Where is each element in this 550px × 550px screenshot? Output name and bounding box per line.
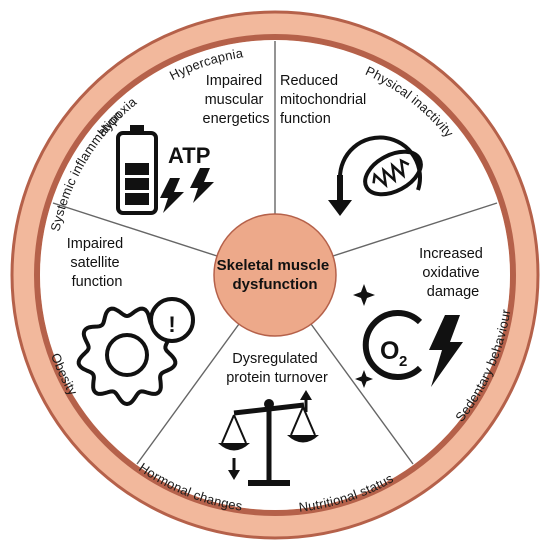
segment-increased-oxidative-damage: Increased oxidative damage O 2 xyxy=(353,246,487,388)
gear-alert-icon: ! xyxy=(76,297,195,406)
oxygen-lightning-icon: O 2 xyxy=(353,284,463,388)
svg-text:Reduced mitochondrial: Reduced mitochondrial function xyxy=(280,73,370,127)
segment-label-line: Reduced xyxy=(280,73,338,89)
divider-line xyxy=(136,323,240,465)
segment-impaired-satellite-function: Impaired satellite function ! xyxy=(67,236,195,406)
svg-text:Impaired satellite: Impaired satellite function xyxy=(67,236,127,290)
segment-label-line: function xyxy=(280,111,331,127)
divider-line xyxy=(310,323,414,465)
atp-label: ATP xyxy=(168,143,210,168)
battery-atp-icon: ATP xyxy=(116,125,214,215)
mitochondrion-down-icon xyxy=(328,135,423,216)
segment-label-line: Impaired xyxy=(67,236,123,252)
exclamation-mark: ! xyxy=(168,312,175,337)
svg-text:Increased oxidative: Increased oxidative damage xyxy=(419,246,487,300)
svg-text:Impaired muscular: Impaired muscular energetics xyxy=(203,73,270,127)
segment-impaired-muscular-energetics: Impaired muscular energetics ATP xyxy=(116,73,270,215)
segment-reduced-mitochondrial-function: Reduced mitochondrial function xyxy=(280,73,423,216)
center-title-line1: Skeletal muscle xyxy=(217,257,330,274)
segment-label-line: protein turnover xyxy=(226,370,328,386)
svg-text:Dysregulated protein tur: Dysregulated protein turnover xyxy=(226,351,328,386)
segment-label-line: function xyxy=(72,274,123,290)
center-title-line2: dysfunction xyxy=(233,276,318,293)
divider-line xyxy=(52,202,218,257)
segment-label-line: oxidative xyxy=(422,265,479,281)
segment-label-line: mitochondrial xyxy=(280,92,366,108)
outer-ring-inner-stroke xyxy=(34,34,516,516)
segment-label-line: energetics xyxy=(203,111,270,127)
o2-subscript: 2 xyxy=(399,353,407,370)
svg-text:Skeletal muscle dysfunctio: Skeletal muscle dysfunction xyxy=(217,257,334,293)
segment-label-line: Increased xyxy=(419,246,483,262)
balance-scale-icon xyxy=(218,390,319,486)
segment-label-line: satellite xyxy=(70,255,119,271)
segment-label-line: Dysregulated xyxy=(232,351,317,367)
o2-label: O xyxy=(380,337,399,365)
center-circle xyxy=(213,213,337,337)
segment-dysregulated-protein-turnover: Dysregulated protein turnover xyxy=(218,351,328,486)
segment-label-line: Impaired xyxy=(206,73,262,89)
segment-label-line: muscular xyxy=(205,92,264,108)
segment-label-line: damage xyxy=(427,284,479,300)
divider-line xyxy=(332,202,498,257)
